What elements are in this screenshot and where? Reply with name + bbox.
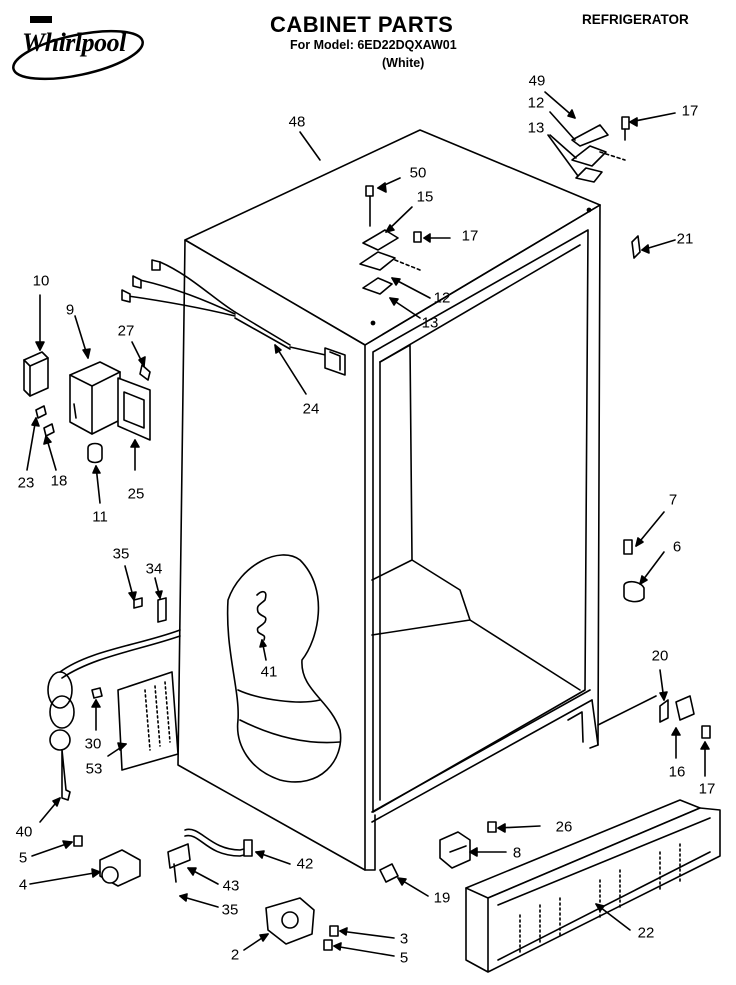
callout-23: 23 <box>17 474 35 492</box>
callout-13-upper: 13 <box>527 119 545 137</box>
callout-2: 2 <box>230 946 240 964</box>
model-color: (White) <box>382 56 425 70</box>
callout-11: 11 <box>92 508 108 526</box>
model-number: For Model: 6ED22DQXAW01 <box>290 38 457 52</box>
callout-49: 49 <box>528 72 546 90</box>
right-side-small-parts <box>597 539 711 739</box>
callout-9: 9 <box>65 301 75 319</box>
callout-16: 16 <box>668 763 686 781</box>
upper-hinge-parts <box>359 116 641 295</box>
callout-10: 10 <box>32 272 50 290</box>
callout-35-lower: 35 <box>221 901 239 919</box>
callout-13-lower: 13 <box>421 314 439 332</box>
callout-41: 41 <box>260 663 278 681</box>
brand-logo-text: Whirlpool <box>22 28 126 57</box>
appliance-category: REFRIGERATOR <box>582 12 689 27</box>
callout-34: 34 <box>145 560 163 578</box>
callout-27: 27 <box>117 322 135 340</box>
callout-48: 48 <box>288 113 306 131</box>
callout-20: 20 <box>651 647 669 665</box>
callout-leader-lines <box>26 91 710 957</box>
callout-17-hinge: 17 <box>461 227 479 245</box>
whirlpool-logo <box>12 16 144 81</box>
callout-22: 22 <box>637 924 655 942</box>
callout-19: 19 <box>433 889 451 907</box>
callout-35-upper: 35 <box>112 545 130 563</box>
power-cord-and-relay <box>47 597 181 801</box>
callout-6: 6 <box>672 538 682 556</box>
callout-53: 53 <box>85 760 103 778</box>
callout-12-lower: 12 <box>433 289 451 307</box>
callout-3: 3 <box>399 930 409 948</box>
callout-24: 24 <box>302 400 320 418</box>
callout-18: 18 <box>50 472 68 490</box>
control-box-assembly <box>23 351 151 464</box>
callout-26: 26 <box>555 818 573 836</box>
callout-15: 15 <box>416 188 434 206</box>
callout-5-lower: 5 <box>399 949 409 967</box>
callout-17-upper: 17 <box>681 102 699 120</box>
callout-8: 8 <box>512 844 522 862</box>
callout-4: 4 <box>18 876 28 894</box>
callout-12-upper: 12 <box>527 94 545 112</box>
callout-17-lower: 17 <box>698 780 716 798</box>
page-title: CABINET PARTS <box>270 12 454 37</box>
callout-50: 50 <box>409 164 427 182</box>
callout-42: 42 <box>296 855 314 873</box>
callout-40: 40 <box>15 823 33 841</box>
callout-30: 30 <box>84 735 102 753</box>
callout-43: 43 <box>222 877 240 895</box>
callout-21: 21 <box>676 230 694 248</box>
wiring-harness <box>121 259 346 376</box>
lower-parts <box>73 799 721 973</box>
callout-7: 7 <box>668 491 678 509</box>
callout-25: 25 <box>127 485 145 503</box>
callout-5-upper: 5 <box>18 849 28 867</box>
